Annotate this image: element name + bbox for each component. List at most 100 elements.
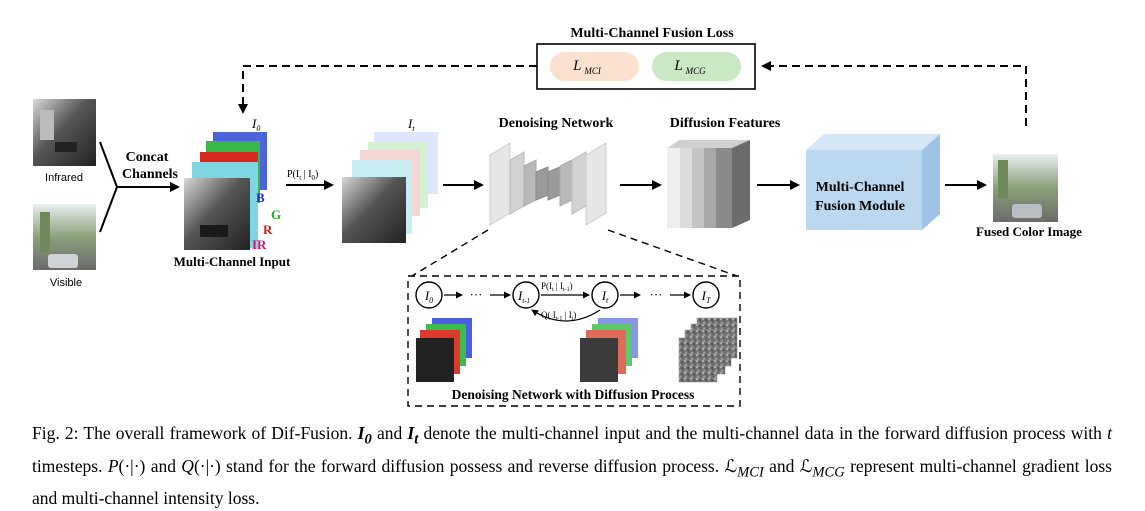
- p-mid: | I: [554, 281, 563, 291]
- forward-label-bar: | I: [301, 169, 311, 180]
- svg-text:LMCG: LMCG: [673, 58, 706, 76]
- svg-text:It-1: It-1: [517, 288, 530, 305]
- caption-i0-sub: 0: [364, 431, 372, 448]
- fusion-label-line2: Fusion Module: [815, 199, 905, 214]
- network-title: Denoising Network: [499, 116, 614, 131]
- caption-text-6: stand for the forward diffusion possess …: [220, 455, 725, 476]
- mci-i0: I: [251, 116, 257, 131]
- caption-l2: ℒ: [799, 455, 813, 476]
- node-i0-label: I: [424, 288, 430, 303]
- caption-text-7: and: [763, 455, 800, 476]
- denoising-network-block: [489, 142, 607, 226]
- caption-text-3: denote the multi-channel input and the m…: [418, 423, 1108, 443]
- dots-right: ···: [650, 287, 663, 302]
- loss-mcg-sub: MCG: [685, 66, 707, 76]
- svg-text:It: It: [601, 288, 609, 305]
- dots-left: ···: [470, 287, 483, 302]
- node-iT: [692, 281, 720, 309]
- q-sub2: t: [572, 316, 574, 322]
- mci-label: Multi-Channel Input: [174, 254, 291, 269]
- forward-label-0: 0: [312, 174, 316, 182]
- p-close: ): [570, 281, 573, 291]
- svg-text:IT: IT: [701, 288, 711, 305]
- svg-text:I0: I0: [251, 116, 260, 133]
- forward-label-close: ): [315, 169, 318, 180]
- svg-text:It: It: [407, 116, 415, 133]
- node-i0: [415, 281, 443, 309]
- detail-stack-noise: [678, 317, 738, 383]
- loss-mcg-symbol: L: [673, 58, 682, 74]
- it-label: I: [407, 116, 413, 131]
- multi-channel-input-stack: [184, 132, 267, 250]
- q-close: ): [573, 310, 576, 320]
- node-it-1: [512, 281, 540, 309]
- p-sub1: t: [552, 287, 554, 293]
- detail-stack-i0: [416, 318, 472, 382]
- caption-i0: I: [357, 423, 365, 443]
- caption-q: Q: [181, 455, 194, 476]
- loss-mci-symbol: L: [572, 58, 581, 74]
- caption-text-5: and: [145, 455, 182, 476]
- detail-stack-it: [580, 318, 638, 382]
- caption-p: P: [107, 455, 119, 476]
- mci-i0-sub: 0: [256, 124, 260, 133]
- svg-text:LMCI: LMCI: [572, 58, 602, 76]
- svg-text:Q( It-1 | It): Q( It-1 | It): [541, 310, 576, 322]
- node-it-1-label: I: [517, 288, 523, 303]
- concat-label-line2: Channels: [122, 167, 179, 182]
- caption-it-sub: t: [414, 431, 419, 448]
- svg-text:P(It | It-1): P(It | It-1): [541, 281, 573, 293]
- detail-connectors: [411, 229, 738, 277]
- caption-it: I: [407, 423, 415, 443]
- loss-title: Multi-Channel Fusion Loss: [570, 26, 734, 41]
- forward-label-p: P(I: [287, 169, 299, 180]
- figure-caption: Fig. 2: The overall framework of Dif-Fus…: [32, 420, 1112, 511]
- loss-feedback-lines: [238, 61, 1027, 126]
- q-label: Q( I: [541, 310, 556, 320]
- forward-label-t: t: [299, 174, 301, 182]
- channel-b: B: [256, 190, 265, 205]
- channel-g: G: [271, 207, 281, 222]
- channel-r: R: [263, 222, 273, 237]
- q-sub1: t-1: [556, 316, 563, 322]
- node-iT-label: I: [701, 288, 707, 303]
- caption-l2-sub: MCG: [812, 464, 845, 480]
- noisy-data-stack: [342, 132, 438, 243]
- diffusion-features-block: [667, 139, 750, 229]
- node-it-1-sub: t-1: [522, 297, 530, 305]
- it-label-sub: t: [412, 124, 415, 133]
- caption-p-arg: (·|·): [118, 455, 146, 476]
- concat-label-line1: Concat: [126, 150, 169, 165]
- node-it-sub: t: [606, 296, 609, 305]
- caption-text-4: timesteps.: [32, 455, 108, 476]
- visible-image: [33, 204, 96, 270]
- loss-mci-sub: MCI: [583, 66, 602, 76]
- q-mid: | I: [562, 310, 571, 320]
- caption-fig: Fig. 2:: [32, 423, 79, 443]
- caption-text-2: and: [371, 423, 408, 443]
- node-iT-sub: T: [706, 296, 711, 305]
- svg-text:I0: I0: [424, 288, 433, 305]
- caption-l1: ℒ: [724, 455, 738, 476]
- loss-mcg-pill: [652, 52, 741, 81]
- node-i0-sub: 0: [429, 296, 433, 305]
- node-it-label: I: [601, 288, 607, 303]
- detail-arrows: [444, 291, 691, 322]
- detail-title: Denoising Network with Diffusion Process: [452, 387, 695, 402]
- svg-text:P(It | I0): P(It | I0): [287, 169, 318, 182]
- visible-label: Visible: [50, 277, 82, 289]
- p-label: P(I: [541, 281, 552, 291]
- node-it: [591, 281, 619, 309]
- loss-mci-pill: [550, 52, 639, 81]
- caption-q-arg: (·|·): [193, 455, 221, 476]
- output-label: Fused Color Image: [976, 224, 1082, 239]
- infrared-image: [33, 99, 96, 166]
- channel-ir: IR: [252, 237, 267, 252]
- p-sub2: t-1: [563, 287, 570, 293]
- fused-color-image: [993, 154, 1058, 222]
- caption-text-1: The overall framework of Dif-Fusion.: [78, 423, 358, 443]
- concat-bracket: [99, 141, 180, 233]
- fusion-label-line1: Multi-Channel: [816, 180, 905, 195]
